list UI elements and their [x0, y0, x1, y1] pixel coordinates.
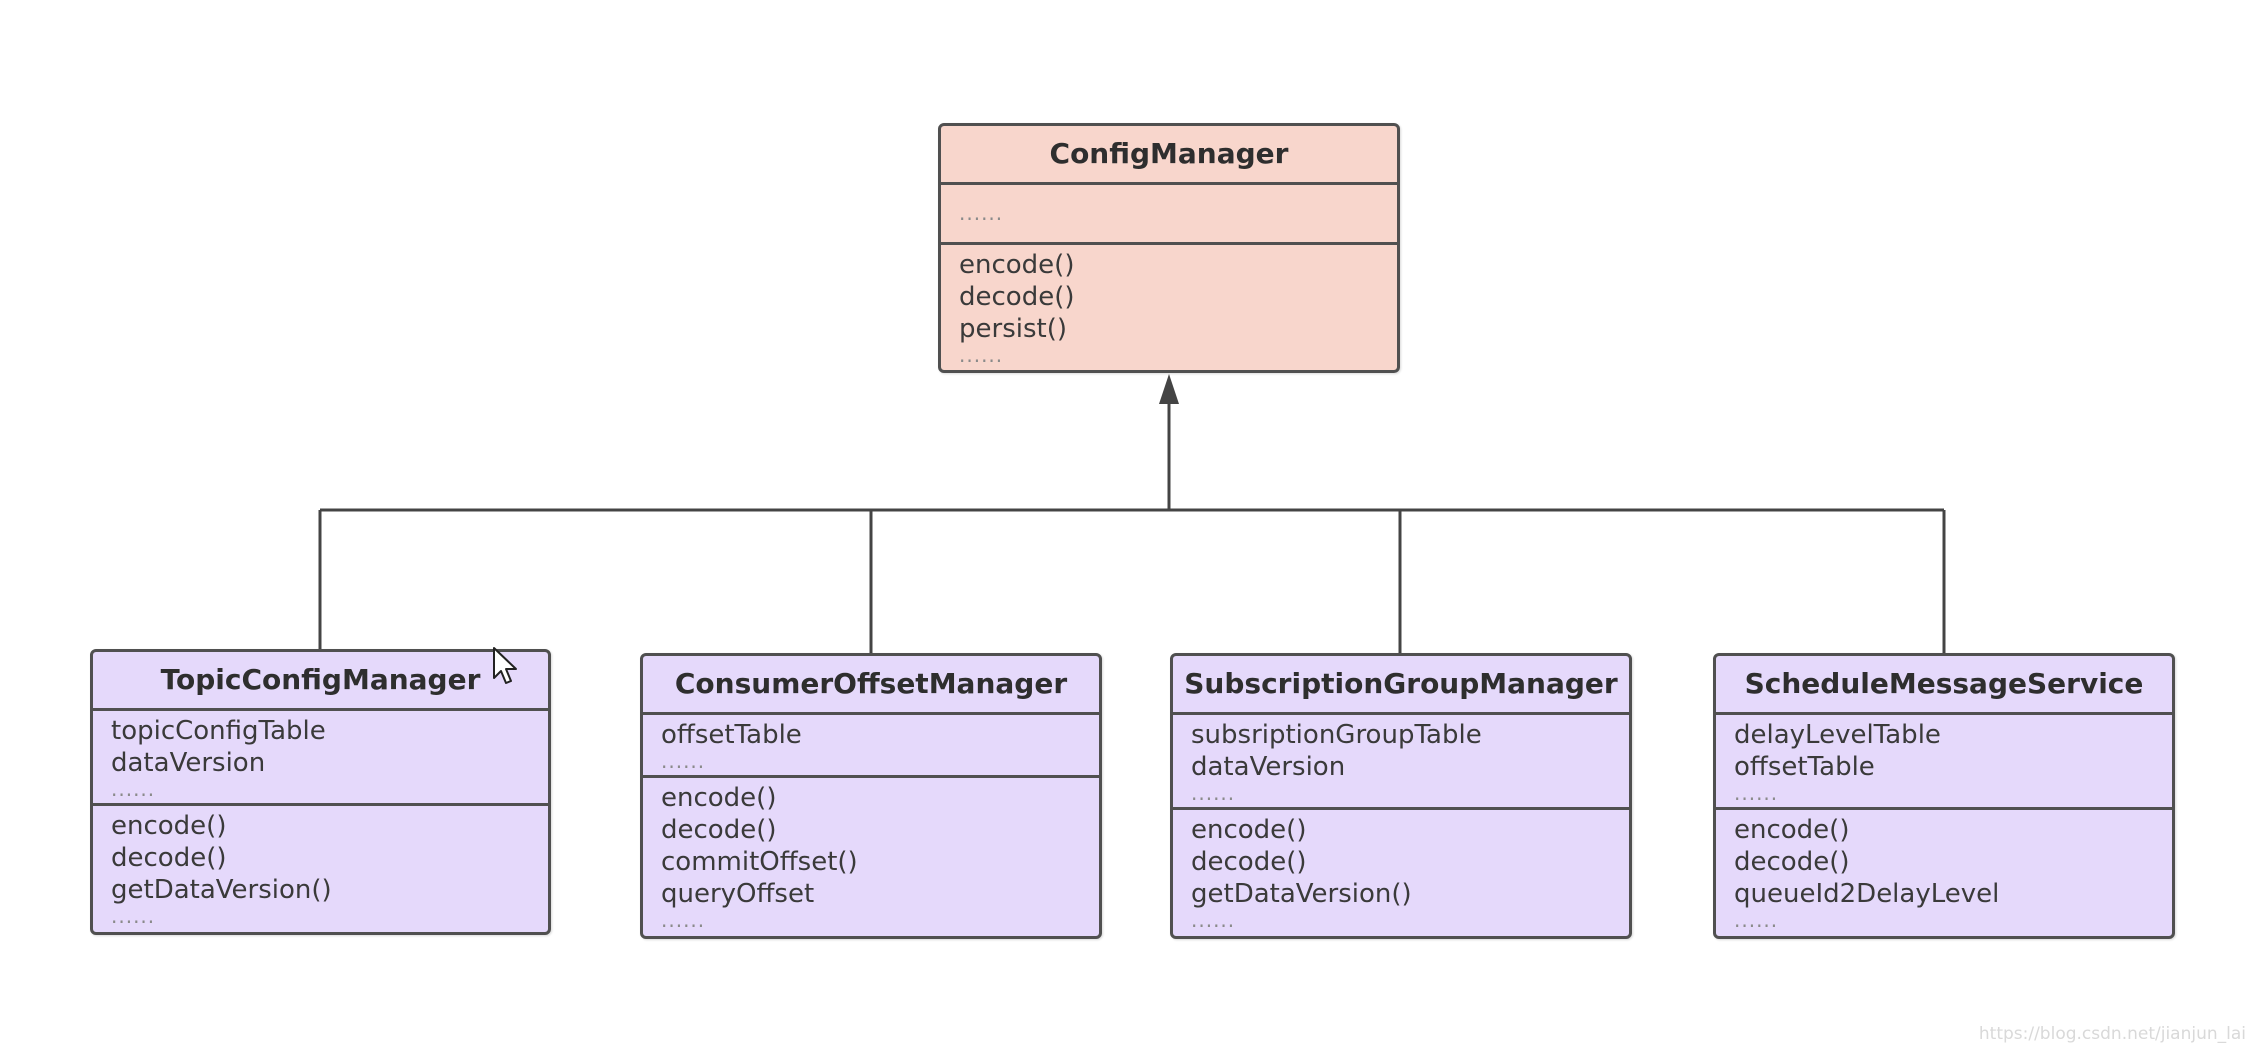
attributes-section: offsetTable ......	[643, 715, 1099, 778]
method-query-offset: queryOffset	[661, 879, 815, 909]
method-ellipsis: ......	[111, 904, 156, 928]
attribute-topic-config-table: topicConfigTable	[111, 716, 326, 746]
class-topic-config-manager: TopicConfigManager topicConfigTable data…	[90, 649, 551, 935]
attribute-data-version: dataVersion	[1191, 752, 1346, 782]
attribute-ellipsis: ......	[111, 777, 156, 801]
methods-section: encode() decode() commitOffset() queryOf…	[643, 778, 1099, 934]
class-config-manager: ConfigManager ...... encode() decode() p…	[938, 123, 1400, 373]
pointer-cursor-icon	[493, 647, 517, 684]
method-queue-id-to-delay-level: queueId2DelayLevel	[1734, 879, 2000, 909]
attribute-delay-level-table: delayLevelTable	[1734, 720, 1941, 750]
attribute-data-version: dataVersion	[111, 748, 266, 778]
methods-section: encode() decode() persist() ......	[941, 245, 1397, 369]
method-encode: encode()	[1191, 815, 1307, 845]
methods-section: encode() decode() queueId2DelayLevel ...…	[1716, 810, 2172, 934]
method-encode: encode()	[959, 250, 1075, 280]
attribute-subscription-group-table: subsriptionGroupTable	[1191, 720, 1482, 750]
inheritance-arrowhead	[1159, 374, 1179, 404]
method-decode: decode()	[1191, 847, 1307, 877]
method-decode: decode()	[111, 843, 227, 873]
method-commit-offset: commitOffset()	[661, 847, 858, 877]
method-decode: decode()	[959, 282, 1075, 312]
class-name: SubscriptionGroupManager	[1173, 656, 1629, 715]
method-encode: encode()	[1734, 815, 1850, 845]
method-decode: decode()	[1734, 847, 1850, 877]
attribute-offset-table: offsetTable	[661, 720, 802, 750]
method-decode: decode()	[661, 815, 777, 845]
method-ellipsis: ......	[959, 343, 1004, 367]
method-ellipsis: ......	[1191, 908, 1236, 932]
method-persist: persist()	[959, 314, 1067, 344]
class-name: ScheduleMessageService	[1716, 656, 2172, 715]
class-name: ConsumerOffsetManager	[643, 656, 1099, 715]
attributes-section: subsriptionGroupTable dataVersion ......	[1173, 715, 1629, 810]
attribute-ellipsis: ......	[1734, 781, 1779, 805]
attribute-offset-table: offsetTable	[1734, 752, 1875, 782]
method-get-data-version: getDataVersion()	[1191, 879, 1412, 909]
attribute-ellipsis: ......	[1191, 781, 1236, 805]
attributes-section: ......	[941, 185, 1397, 245]
class-schedule-message-service: ScheduleMessageService delayLevelTable o…	[1713, 653, 2175, 939]
methods-section: encode() decode() getDataVersion() .....…	[1173, 810, 1629, 934]
class-name: ConfigManager	[941, 126, 1397, 185]
watermark-text: https://blog.csdn.net/jianjun_lai	[1978, 1024, 2246, 1044]
method-encode: encode()	[111, 811, 227, 841]
class-subscription-group-manager: SubscriptionGroupManager subsriptionGrou…	[1170, 653, 1632, 939]
attributes-section: delayLevelTable offsetTable ......	[1716, 715, 2172, 810]
class-consumer-offset-manager: ConsumerOffsetManager offsetTable ......…	[640, 653, 1102, 939]
attributes-section: topicConfigTable dataVersion ......	[93, 711, 548, 806]
method-ellipsis: ......	[661, 908, 706, 932]
method-ellipsis: ......	[1734, 908, 1779, 932]
attribute-ellipsis: ......	[959, 201, 1004, 225]
attribute-ellipsis: ......	[661, 749, 706, 773]
method-get-data-version: getDataVersion()	[111, 875, 332, 905]
method-encode: encode()	[661, 783, 777, 813]
class-name: TopicConfigManager	[93, 652, 548, 711]
methods-section: encode() decode() getDataVersion() .....…	[93, 806, 548, 930]
